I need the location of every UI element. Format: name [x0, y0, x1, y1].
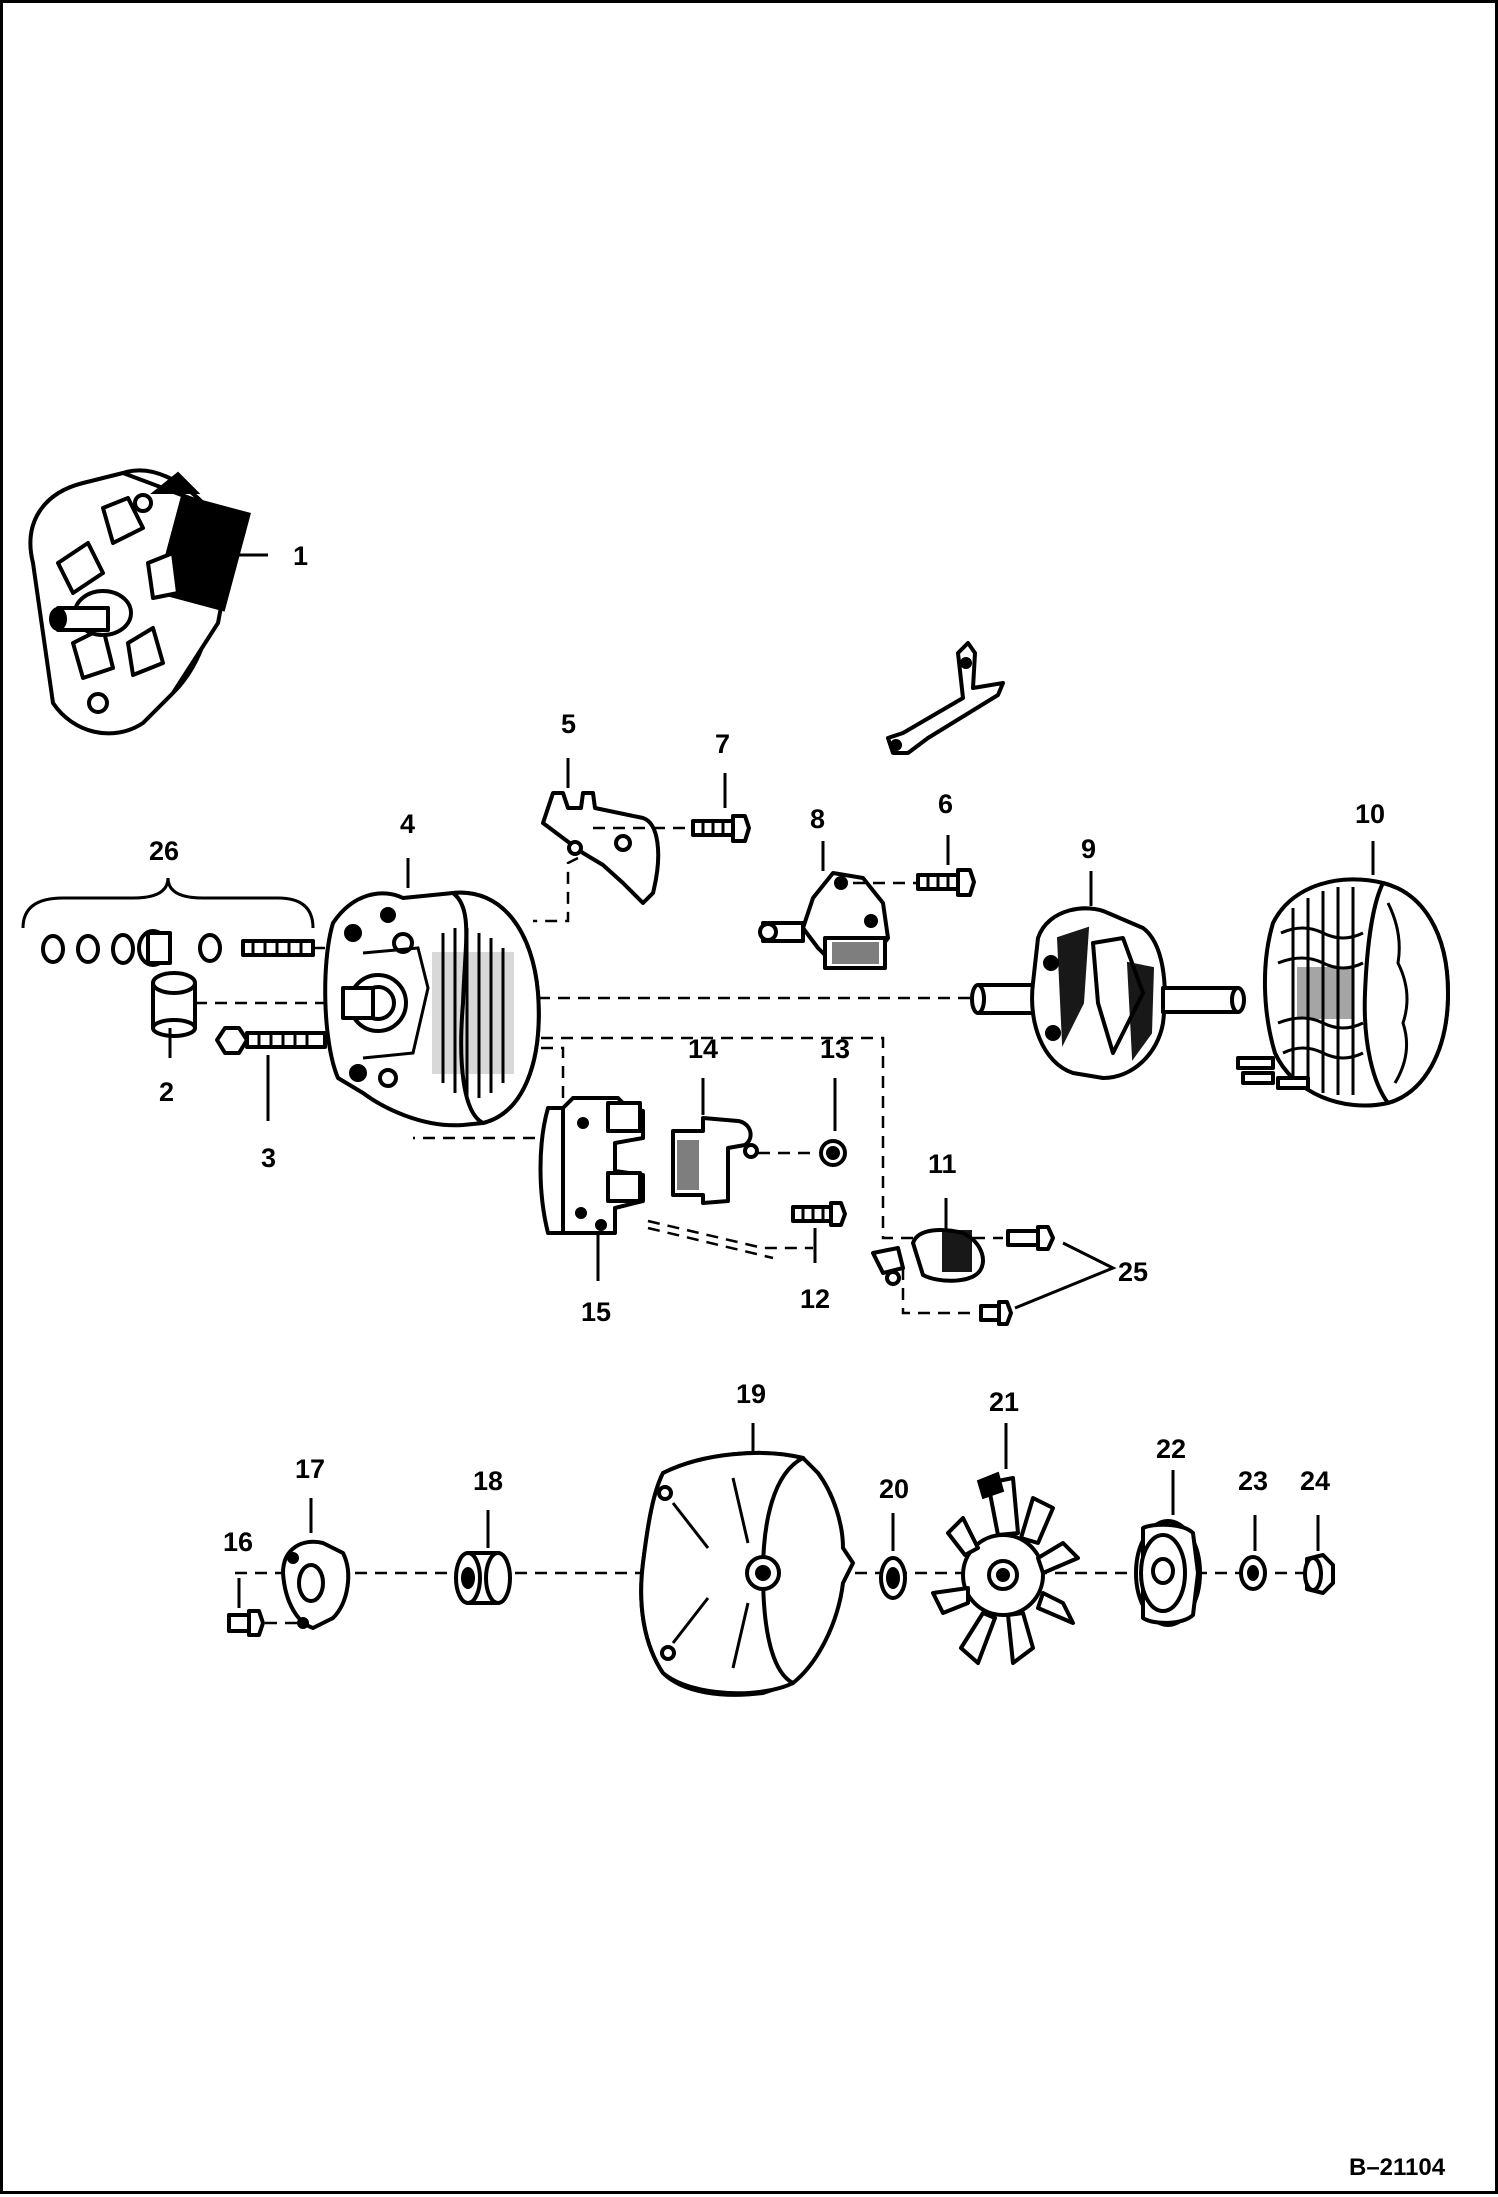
label-5: 5	[561, 709, 576, 739]
label-21: 21	[989, 1387, 1019, 1417]
part-12-screw	[791, 1201, 847, 1263]
part-2-bushing	[151, 971, 353, 1058]
part-5-bracket	[533, 758, 693, 923]
label-7: 7	[715, 729, 730, 759]
part-18-bearing	[454, 1510, 512, 1605]
label-4: 4	[400, 809, 415, 839]
part-17-retainer-plate	[281, 1498, 351, 1630]
strap-bracket	[886, 641, 1005, 755]
label-13: 13	[820, 1034, 850, 1064]
part-8-brush-holder	[758, 841, 918, 970]
part-13-nut	[819, 1078, 847, 1167]
part-4-housing	[323, 858, 983, 1128]
callout-labels: 1 2 3 4 5 6 7 8 9 10 11 12 13 14 15 16 1…	[149, 541, 1446, 2181]
part-14-diode-trio	[671, 1078, 818, 1205]
part-23-washer	[1239, 1515, 1267, 1591]
label-16: 16	[223, 1527, 253, 1557]
part-15-rectifier	[538, 1096, 645, 1281]
label-25: 25	[1118, 1257, 1148, 1287]
label-12: 12	[800, 1284, 830, 1314]
label-24: 24	[1300, 1466, 1330, 1496]
part-24-nut	[1303, 1515, 1335, 1595]
diagram-reference-number: B–21104	[1349, 2154, 1446, 2181]
label-26: 26	[149, 836, 179, 866]
label-18: 18	[473, 1466, 503, 1496]
part-10-stator	[1236, 841, 1450, 1108]
label-2: 2	[159, 1077, 174, 1107]
part-20-spacer	[879, 1513, 907, 1600]
label-14: 14	[688, 1034, 718, 1064]
label-3: 3	[261, 1143, 276, 1173]
part-11-regulator	[871, 1198, 1003, 1286]
part-6-screw	[916, 835, 976, 897]
part-26-bolt-washer-set	[21, 877, 333, 967]
part-19-end-frame	[639, 1423, 855, 1697]
label-10: 10	[1355, 799, 1385, 829]
part-21-fan	[931, 1423, 1080, 1665]
label-17: 17	[295, 1454, 325, 1484]
part-1-alternator-assembly	[28, 468, 268, 736]
part-16-screws	[227, 1578, 308, 1637]
label-20: 20	[879, 1474, 909, 1504]
label-6: 6	[938, 789, 953, 819]
label-8: 8	[810, 804, 825, 834]
part-9-rotor	[970, 871, 1246, 1080]
part-3-bolt	[215, 1026, 327, 1121]
label-23: 23	[1238, 1466, 1268, 1496]
part-22-pulley	[1134, 1470, 1202, 1627]
part-7-screw	[691, 773, 751, 843]
label-9: 9	[1081, 834, 1096, 864]
exploded-view-diagram: 1 2 3 4 5 6 7 8 9 10 11 12 13 14 15 16 1…	[21, 468, 1450, 2181]
label-15: 15	[581, 1297, 611, 1327]
part-25-screws	[979, 1225, 1117, 1326]
label-22: 22	[1156, 1434, 1186, 1464]
label-1: 1	[293, 541, 308, 571]
label-19: 19	[736, 1379, 766, 1409]
label-11: 11	[928, 1149, 957, 1179]
